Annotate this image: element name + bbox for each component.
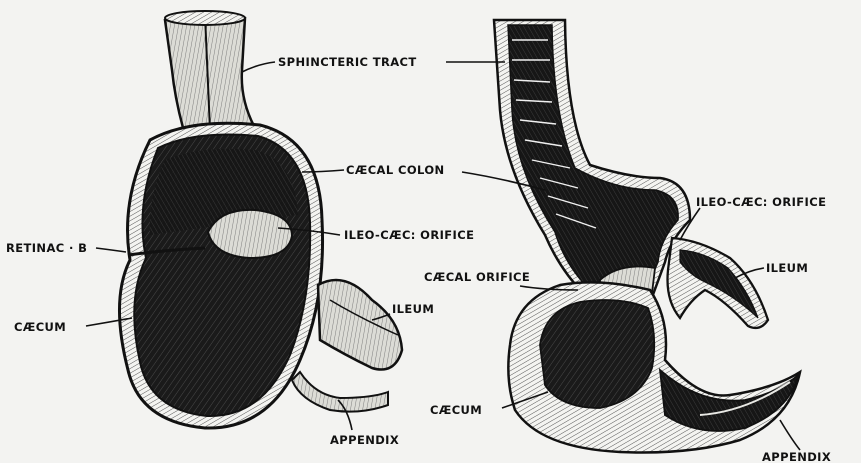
label-sphincteric-tract: SPHINCTERIC TRACT	[278, 55, 417, 69]
label-ileum-right: ILEUM	[766, 261, 808, 275]
label-ileo-caec-orifice-right: ILEO-CÆC: ORIFICE	[696, 195, 826, 209]
label-caecum-right: CÆCUM	[430, 403, 482, 417]
label-appendix-left: APPENDIX	[330, 433, 399, 447]
left-ileum	[318, 280, 402, 370]
left-appendix	[292, 372, 388, 412]
label-retinac-b: RETINAC · B	[6, 241, 87, 255]
label-ileo-caec-orifice-left: ILEO-CÆC: ORIFICE	[344, 228, 474, 242]
label-caecal-colon: CÆCAL COLON	[346, 163, 445, 177]
label-ileum-left: ILEUM	[392, 302, 434, 316]
label-caecal-orifice: CÆCAL ORIFICE	[424, 270, 530, 284]
left-specimen	[119, 11, 402, 428]
left-ileocaecal-orifice	[208, 210, 292, 258]
right-specimen	[494, 20, 800, 453]
label-caecum-left: CÆCUM	[14, 320, 66, 334]
label-appendix-right: APPENDIX	[762, 450, 831, 463]
